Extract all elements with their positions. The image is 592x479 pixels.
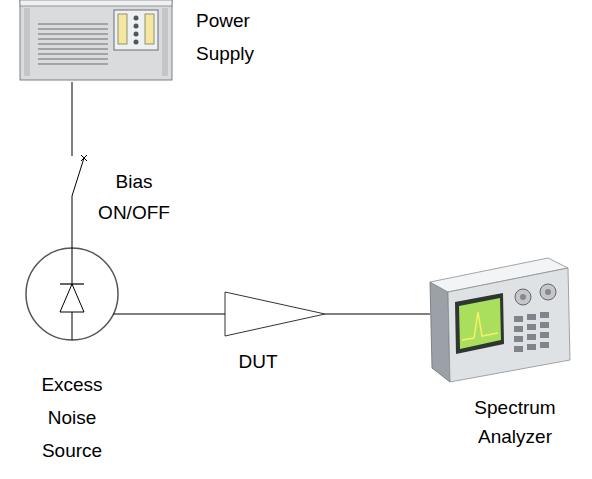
spectrum-analyzer: Spectrum Analyzer	[428, 255, 583, 451]
keypad-key	[514, 346, 523, 352]
keypad-key	[527, 334, 536, 340]
wire	[113, 314, 225, 315]
power-supply-icon	[20, 0, 172, 80]
keypad-key	[540, 322, 549, 328]
keypad-key	[527, 324, 536, 330]
keypad-key	[540, 312, 549, 318]
node-label: Spectrum Analyzer	[460, 393, 570, 451]
keypad-key	[527, 344, 536, 350]
node-label: DUT	[228, 350, 288, 374]
keypad-key	[527, 314, 536, 320]
keypad-key	[514, 316, 523, 322]
noise-source: Excess Noise Source	[24, 248, 120, 467]
noise-source-symbol	[26, 248, 118, 340]
keypad-key	[514, 326, 523, 332]
amplifier-symbol	[225, 292, 325, 336]
keypad-key	[540, 332, 549, 338]
keypad-key	[514, 336, 523, 342]
switch-label: Bias ON/OFF	[92, 166, 176, 228]
wire	[72, 82, 84, 248]
wire	[325, 314, 430, 315]
spectrum-analyzer-icon	[430, 258, 570, 382]
dut: DUT	[225, 292, 325, 374]
node-label: Power Supply	[196, 4, 260, 70]
power-supply: Power Supply	[20, 0, 260, 82]
node-label: Excess Noise Source	[37, 368, 107, 467]
keypad-key	[540, 342, 549, 348]
